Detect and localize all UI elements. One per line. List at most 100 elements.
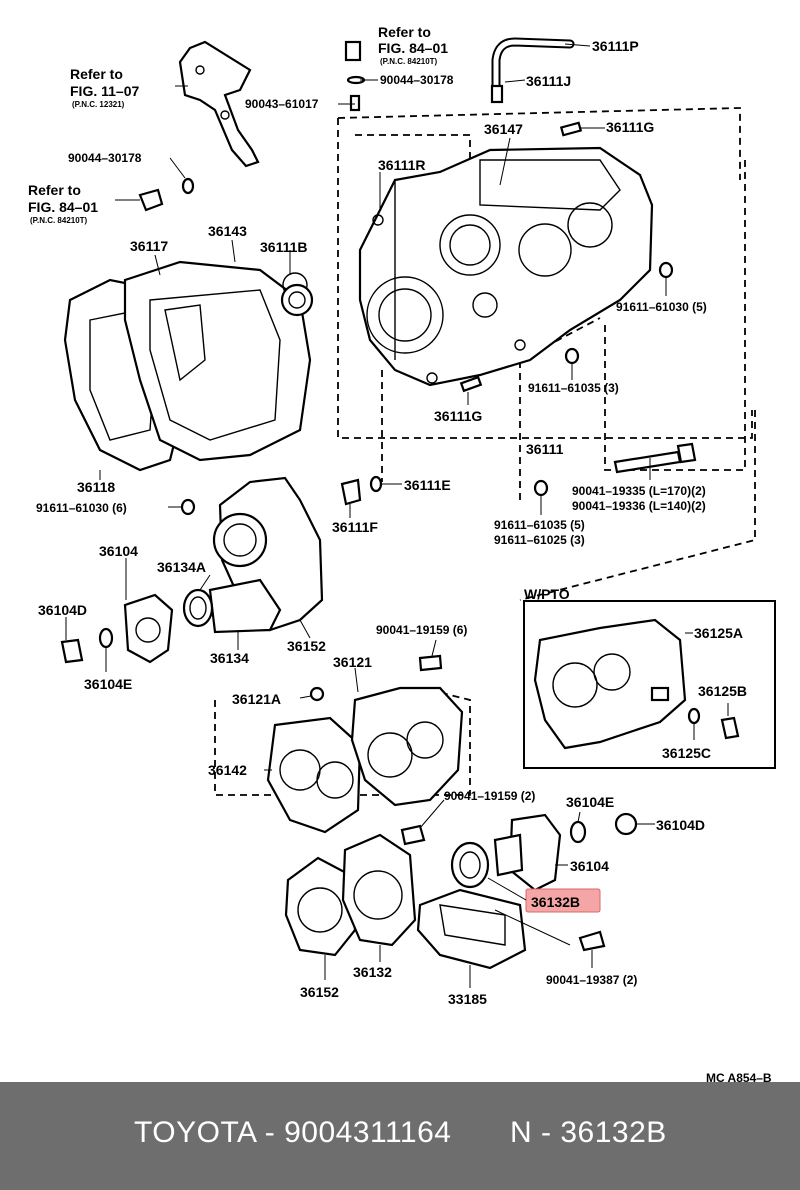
label-36125A: 36125A	[694, 625, 743, 641]
label-36142: 36142	[208, 762, 247, 778]
ref-mid-line2: FIG. 84–01	[28, 199, 98, 215]
breather-plug	[344, 40, 362, 62]
oil-seal-36134A-inner	[189, 596, 207, 620]
label-36111R: 36111R	[378, 157, 426, 173]
highlight-36132B	[525, 888, 601, 913]
case-bore-mid-inner	[449, 224, 491, 266]
bolt-head-90041-19335	[676, 442, 697, 464]
washer-91611-61030-left	[180, 498, 196, 516]
case-bolt-2	[426, 372, 438, 384]
label-36132: 36132	[353, 964, 392, 980]
case-bolt-1	[372, 214, 384, 226]
case-bore-left-inner	[378, 288, 432, 342]
oil-seal-36132B-inner	[459, 851, 481, 879]
housing-36117	[123, 260, 312, 462]
label-36118: 36118	[77, 479, 115, 495]
dashed-box-main	[337, 118, 753, 439]
flange-36104-hub	[493, 833, 524, 877]
cover-36121	[350, 686, 464, 807]
case-top-flange	[479, 159, 621, 211]
ref-mid-line1: Refer to	[28, 182, 81, 198]
label-36111E: 36111E	[404, 477, 451, 493]
gasket-ring-left	[181, 177, 195, 195]
nut-36104D-right	[614, 812, 638, 836]
dashed-box-main-top	[337, 107, 741, 180]
oil-seal-36134	[208, 578, 282, 634]
label-36125C: 36125C	[662, 745, 711, 761]
case-bore-right	[518, 223, 572, 277]
label-36125B: 36125B	[698, 683, 747, 699]
cover-36121-bore-1	[367, 732, 413, 778]
label-36111G-top: 36111G	[606, 119, 654, 135]
label-36104D-left: 36104D	[38, 602, 87, 618]
label-90041-19387: 90041–19387 (2)	[546, 973, 637, 987]
gasket-36142-bore-2	[316, 761, 354, 799]
breather-plug-left	[138, 188, 164, 212]
dashed-leader-pto	[519, 410, 756, 601]
washer-36104E-right	[569, 820, 587, 844]
label-36132B: 36132B	[531, 894, 580, 910]
label-90043-61017: 90043–61017	[245, 97, 319, 111]
housing-bore-inner	[223, 523, 257, 557]
label-36152-bottom: 36152	[300, 984, 339, 1000]
ref-left-pnc: (P.N.C. 12321)	[72, 100, 125, 109]
label-36104-left: 36104	[99, 543, 138, 559]
label-90044-30178-top: 90044–30178	[380, 73, 454, 87]
label-90041-19159-2: 90041–19159 (2)	[444, 789, 535, 803]
pin-36111G-bottom	[459, 375, 483, 393]
ref-left-line1: Refer to	[70, 66, 123, 82]
label-91611-61030-6: 91611–61030 (6)	[36, 501, 127, 515]
ref-left-line2: FIG. 11–07	[70, 83, 139, 99]
nut-36104D-left	[60, 638, 84, 664]
flange-36104-left	[123, 593, 174, 664]
label-36104-right: 36104	[570, 858, 609, 874]
oil-seal-36134A	[182, 588, 214, 628]
washer-36104E-left	[98, 627, 114, 649]
pto-box	[523, 600, 776, 769]
cover-33185-inner	[439, 904, 506, 946]
label-36121A: 36121A	[232, 691, 281, 707]
gasket-36111E	[369, 475, 383, 493]
case-boss	[472, 292, 498, 318]
footer-ref-number: N - 36132B	[510, 1116, 667, 1149]
footer-bar: TOYOTA - 9004311164 N - 36132B	[0, 1082, 800, 1190]
case-36132	[341, 833, 417, 947]
label-36152-top: 36152	[287, 638, 326, 654]
gasket-36142	[266, 716, 362, 834]
footer-part-number: TOYOTA - 9004311164	[134, 1116, 452, 1149]
washer-91611-61035-low	[533, 479, 549, 497]
case-bore-far	[567, 202, 613, 248]
label-90044-30178-left: 90044–30178	[68, 151, 142, 165]
bolt-90041-19387	[578, 930, 606, 952]
plug-36125B	[720, 716, 740, 740]
label-36104E-left: 36104E	[84, 676, 132, 692]
pin-36121A	[309, 686, 325, 702]
label-36147: 36147	[484, 121, 523, 137]
seal-36111B-body	[280, 283, 314, 317]
label-91611-61025: 91611–61025 (3)	[494, 533, 585, 547]
transfer-case-main	[358, 146, 654, 387]
dashed-box-36121	[214, 689, 471, 796]
leader-lines	[65, 43, 729, 988]
gasket-36125C	[687, 707, 701, 725]
label-91611-61030-5: 91611–61030 (5)	[616, 300, 707, 314]
label-91611-61035-3: 91611–61035 (3)	[528, 381, 619, 395]
case-bore-mid	[439, 214, 501, 276]
cover-33185	[416, 888, 527, 970]
label-36111: 36111	[526, 441, 564, 457]
label-w-pto: W/PTO	[524, 586, 570, 602]
ref-top-line1: Refer to	[378, 24, 431, 40]
label-36104D-right: 36104D	[656, 817, 705, 833]
label-91611-61035-5: 91611–61035 (5)	[494, 518, 585, 532]
seal-36111B-inner	[288, 291, 306, 309]
housing-window	[164, 304, 206, 382]
dowel-pin-top	[349, 94, 361, 112]
housing-36117-inner	[149, 289, 281, 441]
label-36111P: 36111P	[592, 38, 639, 54]
label-36121: 36121	[333, 654, 372, 670]
washer-91611-61030	[658, 261, 674, 279]
housing-bore	[212, 512, 268, 568]
label-36111B: 36111B	[260, 239, 308, 255]
bolt-90041-19335	[613, 450, 682, 474]
label-36111J: 36111J	[526, 73, 571, 89]
